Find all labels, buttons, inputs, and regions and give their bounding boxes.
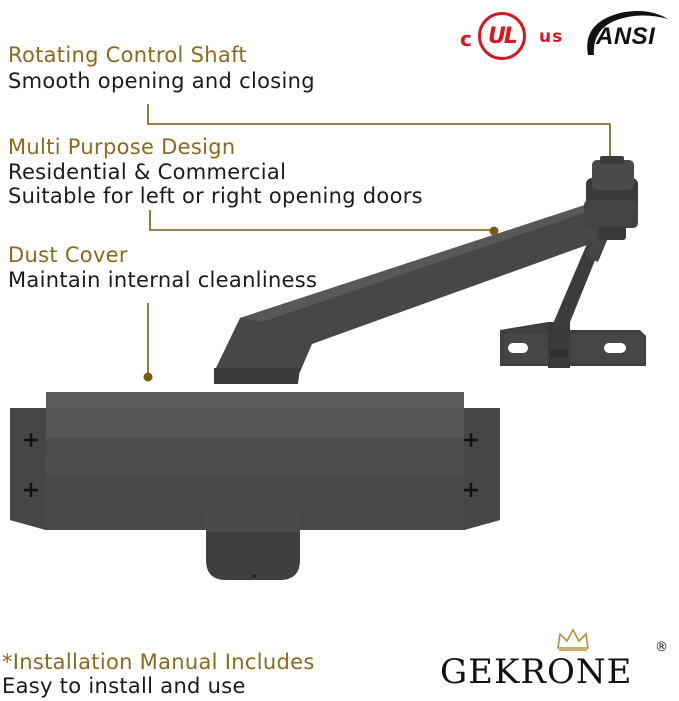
feature-line-left-right: Suitable for left or right opening doors bbox=[8, 184, 423, 208]
callout-dot-arm bbox=[489, 226, 499, 236]
ul-certification-logo: c UL us bbox=[460, 10, 564, 62]
feature-line-residential: Residential & Commercial bbox=[8, 160, 287, 184]
ansi-certification-logo: ANSI bbox=[578, 5, 672, 65]
callout-lines bbox=[147, 104, 611, 376]
closer-body bbox=[10, 392, 500, 530]
installation-title: *Installation Manual Includes bbox=[2, 650, 315, 674]
callout-line-arm bbox=[149, 210, 494, 231]
screw-crosses bbox=[24, 433, 478, 497]
brand-logo: GEKRONE ® bbox=[440, 628, 675, 698]
feature-line-smooth-opening: Smooth opening and closing bbox=[8, 69, 315, 93]
ul-prefix: c bbox=[460, 27, 472, 51]
crown-icon bbox=[557, 628, 589, 651]
main-arm bbox=[214, 204, 614, 384]
feature-title-dust-cover: Dust Cover bbox=[8, 243, 128, 267]
ul-suffix: us bbox=[539, 27, 564, 47]
mounting-bracket bbox=[500, 322, 646, 368]
callout-line-shaft bbox=[147, 104, 611, 165]
feature-title-rotating-shaft: Rotating Control Shaft bbox=[8, 43, 247, 67]
installation-line: Easy to install and use bbox=[2, 674, 246, 698]
brand-name: GEKRONE bbox=[440, 652, 633, 692]
ansi-swoosh-icon bbox=[587, 11, 668, 55]
callout-dot-cover bbox=[143, 372, 153, 382]
registered-mark: ® bbox=[655, 640, 668, 655]
feature-title-multi-purpose: Multi Purpose Design bbox=[8, 135, 236, 159]
valve-cap bbox=[206, 510, 300, 580]
ul-mark: UL bbox=[488, 24, 518, 49]
feature-line-cleanliness: Maintain internal cleanliness bbox=[8, 268, 318, 292]
ul-circle: UL bbox=[478, 12, 526, 60]
rotating-shaft bbox=[584, 156, 638, 240]
ansi-label: ANSI bbox=[596, 23, 656, 50]
